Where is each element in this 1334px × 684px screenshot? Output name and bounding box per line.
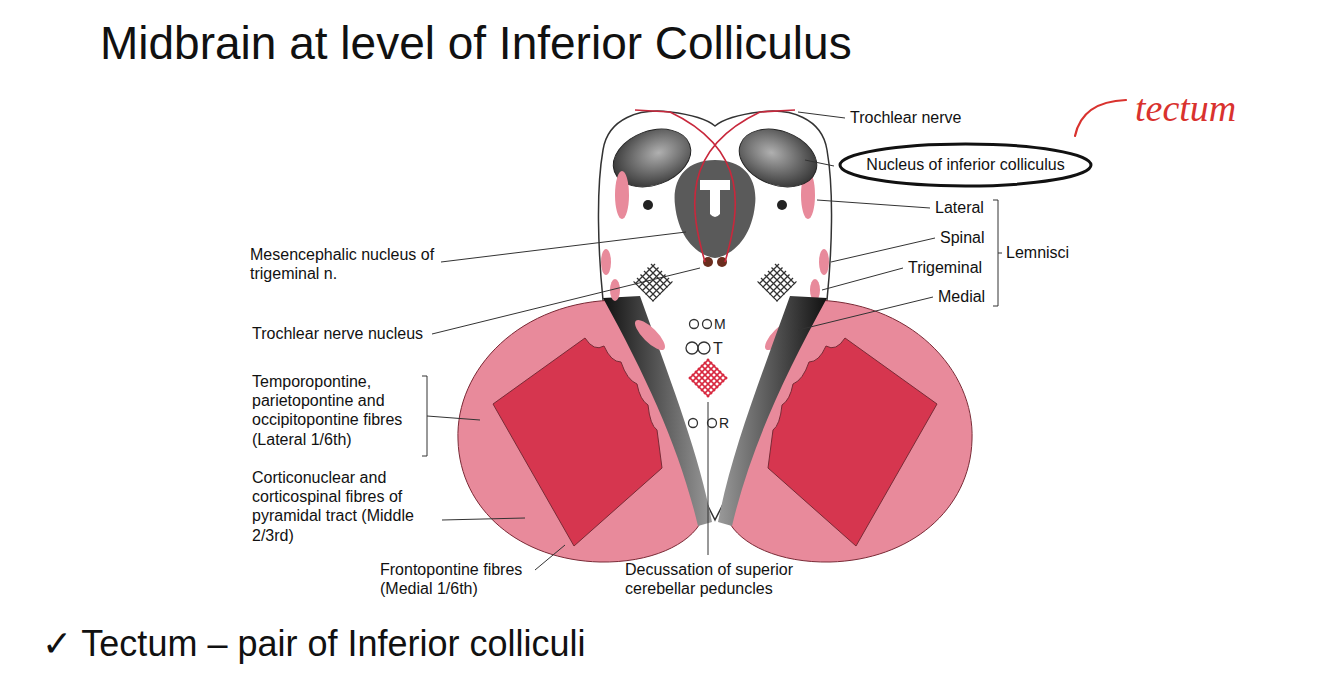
structure-label: Nucleus of inferior colliculus [866, 155, 1064, 174]
highlight-ellipse: Nucleus of inferior colliculus [838, 142, 1093, 188]
structure-label: Trochlear nerve [850, 108, 961, 127]
structure-label: Temporopontine, parietopontine and occip… [252, 372, 417, 449]
slide-title: Midbrain at level of Inferior Colliculus [100, 16, 852, 71]
structure-label: Decussation of superior cerebellar pedun… [625, 560, 835, 598]
structure-label: Lateral [935, 198, 984, 217]
structure-label: Medial [938, 287, 985, 306]
bullet-caption: ✓ Tectum – pair of Inferior colliculi [42, 622, 586, 665]
group-label: Lemnisci [1006, 243, 1069, 262]
structure-label: Trigeminal [908, 258, 982, 277]
nucleus-letter: R [719, 415, 729, 432]
structure-label: Mesencephalic nucleus of trigeminal n. [250, 245, 438, 283]
structure-label: Frontopontine fibres (Medial 1/6th) [380, 560, 545, 598]
structure-label: Corticonuclear and corticospinal fibres … [252, 468, 440, 545]
structure-label: Spinal [940, 228, 984, 247]
nucleus-letter: M [714, 316, 726, 333]
handwritten-note: tectum [1135, 86, 1236, 132]
nucleus-letter: T [713, 339, 723, 358]
structure-label: Trochlear nerve nucleus [252, 324, 423, 343]
